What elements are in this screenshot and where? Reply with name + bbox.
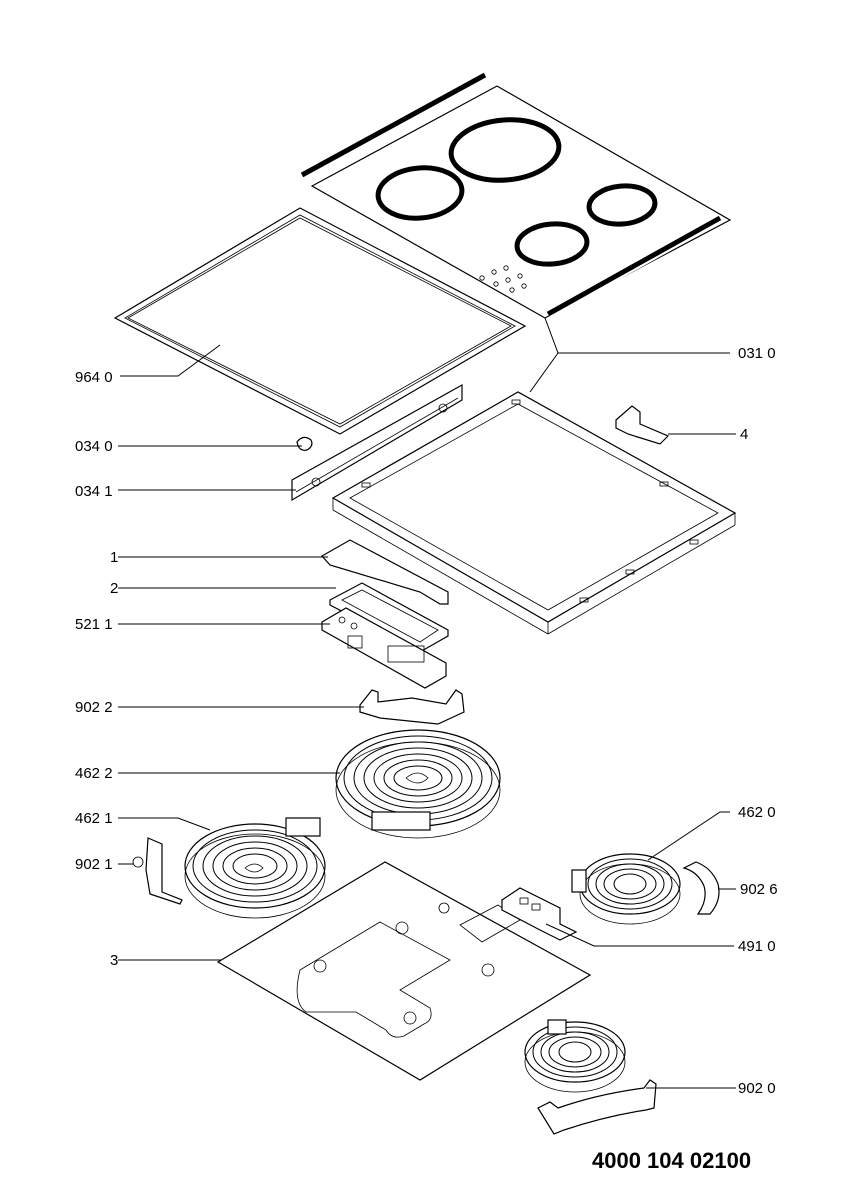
left-bracket-part [132, 837, 183, 905]
right-bracket-part [682, 861, 720, 915]
callout-1: 1 [110, 549, 118, 566]
touch-control-dots [479, 265, 527, 293]
callout-034-1: 034 1 [75, 483, 113, 500]
callout-462-2: 462 2 [75, 765, 113, 782]
heater-bracket-part [359, 689, 465, 725]
callout-462-1: 462 1 [75, 810, 113, 827]
bottom-bracket-part [537, 1079, 657, 1135]
drawing-number: 4000 104 02100 [592, 1148, 751, 1173]
right-heating-element-part [571, 853, 681, 925]
callout-034-0: 034 0 [75, 438, 113, 455]
large-heating-element-part [335, 729, 501, 839]
small-heating-element-part [524, 1019, 626, 1093]
callout-964-0: 964 0 [75, 369, 113, 386]
callout-031-0: 031 0 [738, 345, 776, 362]
callout-462-0: 462 0 [738, 804, 776, 821]
leader-lines [118, 317, 736, 1089]
callout-4: 4 [740, 426, 748, 443]
glass-cooktop-part [300, 72, 732, 319]
gasket-seal-part [113, 207, 527, 435]
control-board-part [321, 607, 447, 689]
callout-3: 3 [110, 952, 118, 969]
mounting-rail-part [291, 383, 463, 502]
left-heating-element-part [184, 817, 326, 919]
callout-labels: 031 0 964 0 034 0 4 034 1 1 2 521 1 902 … [75, 345, 778, 1097]
callout-902-0: 902 0 [738, 1080, 776, 1097]
cooktop-frame-part [331, 391, 737, 635]
base-plate-part [216, 861, 592, 1081]
callout-902-1: 902 1 [75, 856, 113, 873]
terminal-block-part [501, 887, 578, 941]
clip-part [296, 436, 313, 451]
callout-902-2: 902 2 [75, 699, 113, 716]
callout-902-6: 902 6 [740, 881, 778, 898]
callout-521-1: 521 1 [75, 616, 113, 633]
side-bracket-part [615, 405, 670, 445]
callout-491-0: 491 0 [738, 938, 776, 955]
electronics-frame-part [329, 582, 449, 653]
callout-2: 2 [110, 580, 118, 597]
electronics-bracket-part [321, 539, 449, 605]
